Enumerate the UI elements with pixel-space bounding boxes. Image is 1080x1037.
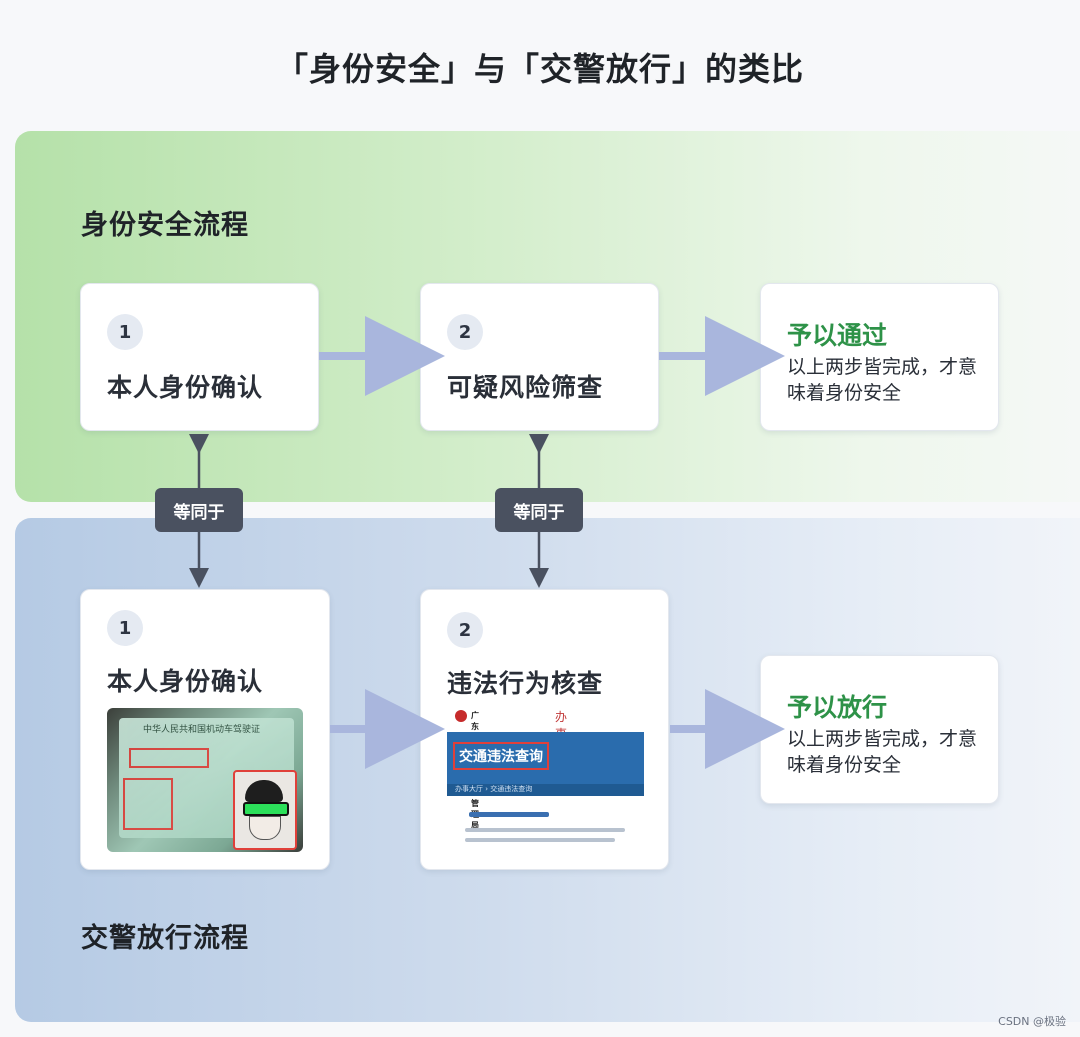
result-title: 予以通过 xyxy=(787,321,888,350)
text-placeholder-line xyxy=(469,812,549,817)
highlight-box xyxy=(123,778,173,830)
result-description: 以上两步皆完成，才意味着身份安全 xyxy=(787,728,978,776)
traffic-result-card: 予以放行 以上两步皆完成，才意味着身份安全 xyxy=(760,655,999,804)
driver-license-photo: 中华人民共和国机动车驾驶证 xyxy=(107,708,303,852)
equivalence-badge: 等同于 xyxy=(155,488,243,532)
text-placeholder-line xyxy=(465,828,625,832)
identity-flow-title: 身份安全流程 xyxy=(81,210,249,241)
text-placeholder-line xyxy=(465,838,615,842)
watermark: CSDN @极验 xyxy=(998,1015,1066,1028)
step-label: 违法行为核查 xyxy=(447,669,604,698)
traffic-flow-title: 交警放行流程 xyxy=(81,923,249,954)
identity-result-card: 予以通过 以上两步皆完成，才意味着身份安全 xyxy=(760,283,999,431)
website-banner: 交通违法查询 xyxy=(447,732,644,784)
step-number-badge: 2 xyxy=(447,612,483,648)
traffic-step-2-card: 2 违法行为核查 广东省公安厅交通管理局 办事大厅 交通违法查询 办事大厅 › … xyxy=(420,589,669,870)
highlight-box xyxy=(129,748,209,768)
result-title: 予以放行 xyxy=(787,693,888,722)
police-emblem-icon xyxy=(455,710,467,722)
cartoon-avatar-image xyxy=(233,770,297,850)
traffic-step-1-card: 1 本人身份确认 中华人民共和国机动车驾驶证 xyxy=(80,589,330,870)
step-number-badge: 1 xyxy=(107,314,143,350)
page-title: 「身份安全」与「交警放行」的类比 xyxy=(275,50,804,88)
identity-step-2-card: 2 可疑风险筛查 xyxy=(420,283,659,431)
website-breadcrumb: 办事大厅 › 交通违法查询 xyxy=(447,784,644,796)
step-label: 本人身份确认 xyxy=(107,373,264,402)
step-label: 可疑风险筛查 xyxy=(447,373,604,402)
result-description: 以上两步皆完成，才意味着身份安全 xyxy=(787,356,978,404)
step-number-badge: 1 xyxy=(107,610,143,646)
equivalence-badge: 等同于 xyxy=(495,488,583,532)
identity-step-1-card: 1 本人身份确认 xyxy=(80,283,319,431)
step-number-badge: 2 xyxy=(447,314,483,350)
step-label: 本人身份确认 xyxy=(107,667,264,696)
banner-title: 交通违法查询 xyxy=(453,742,549,770)
license-header: 中华人民共和国机动车驾驶证 xyxy=(143,725,261,735)
traffic-website-screenshot: 广东省公安厅交通管理局 办事大厅 交通违法查询 办事大厅 › 交通违法查询 xyxy=(447,704,644,854)
